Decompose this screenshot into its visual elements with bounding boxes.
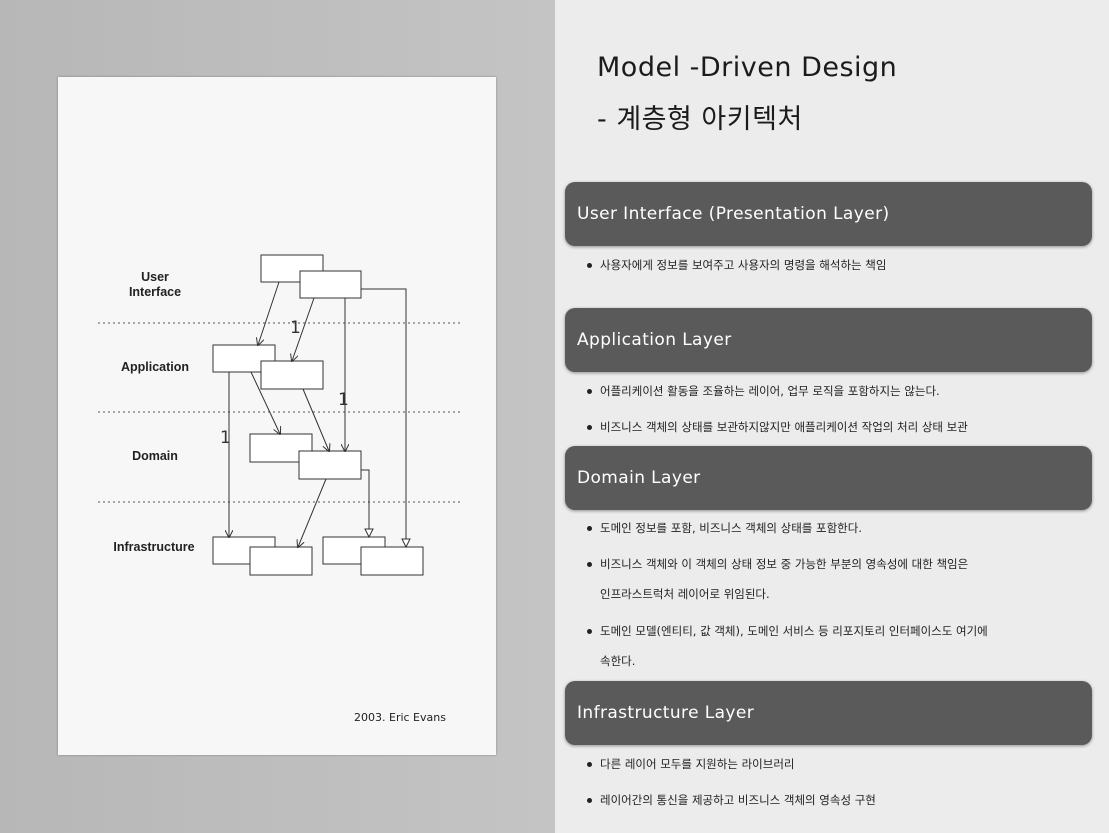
bullet-item: 다른 레이어 모두를 지원하는 라이브러리 [587,749,1087,779]
section-header-application: Application Layer [565,308,1092,372]
bullet-dot [587,389,592,394]
slide-title-line2: - 계층형 아키텍처 [597,104,803,135]
bullet-item: 비즈니스 객체와 이 객체의 상태 정보 중 가능한 부분의 영속성에 대한 책… [587,549,1087,609]
bullet-dot [587,263,592,268]
right-pane: Model -Driven Design - 계층형 아키텍처 User Int… [555,0,1109,833]
layer-label-infrastructure: Infrastructure [113,540,195,554]
multiplicity-mark-3: 1 [220,428,231,448]
infra-box-2 [249,546,313,576]
slide-title-line1: Model -Driven Design [597,52,898,83]
bullet-item: 사용자에게 정보를 보여주고 사용자의 명령을 해석하는 책임 [587,250,1087,280]
section-header-domain: Domain Layer [565,446,1092,510]
arrow-app-to-domain2 [302,388,329,451]
arrow-ui-to-app1 [258,281,280,345]
infra-box-4 [360,546,424,576]
bullet-dot [587,526,592,531]
diagram-credit: 2003. Eric Evans [354,711,446,724]
bullet-continuation: 인프라스트럭처 레이어로 위임된다. [600,587,770,601]
bullet-dot [587,425,592,430]
multiplicity-mark-2: 1 [338,390,349,410]
bullet-item: 도메인 모델(엔티티, 값 객체), 도메인 서비스 등 리포지토리 인터페이스… [587,616,1087,676]
arrow-app-to-domain1 [250,371,280,434]
bullet-item: 도메인 정보를 포함, 비즈니스 객체의 상태를 포함한다. [587,513,1087,543]
layer-label-domain: Domain [132,449,178,463]
layered-architecture-diagram: 1 1 1 [98,254,460,576]
arrow-domain-to-infra [298,478,327,547]
multiplicity-mark-1: 1 [290,318,301,338]
bullet-dot [587,562,592,567]
bullet-item: 레이어간의 통신을 제공하고 비즈니스 객체의 영속성 구현 [587,785,1087,815]
bullet-dot [587,629,592,634]
layer-label-application: Application [120,360,190,374]
bullet-dot [587,798,592,803]
bullet-continuation: 속한다. [600,654,636,668]
bullet-item: 어플리케이션 활동을 조율하는 레이어, 업무 로직을 포함하지는 않는다. [587,376,1087,406]
arrow-domain-to-infra2 [361,469,369,537]
section-header-user-interface: User Interface (Presentation Layer) [565,182,1092,246]
app-box-2 [260,360,324,390]
bullet-dot [587,762,592,767]
section-header-infrastructure: Infrastructure Layer [565,681,1092,745]
bullet-item: 비즈니스 객체의 상태를 보관하지않지만 애플리케이션 작업의 처리 상태 보관 [587,412,1087,442]
ui-box-2 [299,270,362,299]
arrow-ui-to-app2 [292,297,315,361]
domain-box-2 [298,450,362,480]
arrow-ui-to-infra [361,288,406,547]
